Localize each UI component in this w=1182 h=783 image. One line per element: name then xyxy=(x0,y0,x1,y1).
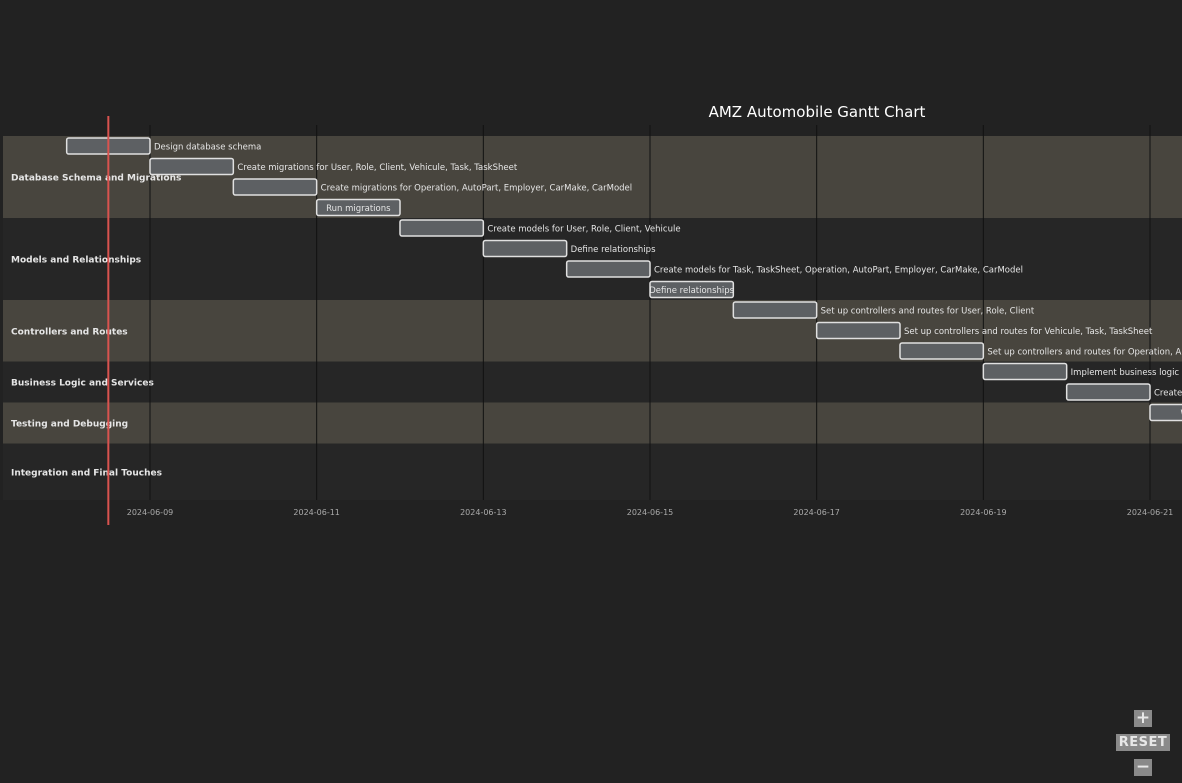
x-tick-label: 2024-06-11 xyxy=(293,508,340,517)
section-label: Models and Relationships xyxy=(11,256,141,266)
task-bar xyxy=(982,362,1068,381)
task-bar xyxy=(732,301,818,319)
section-label: Business Logic and Services xyxy=(11,379,154,389)
x-tick-label: 2024-06-09 xyxy=(127,508,174,517)
section-band xyxy=(3,402,1182,444)
x-tick-label: 2024-06-15 xyxy=(627,508,674,517)
task-bar xyxy=(232,178,318,196)
task-label: Create xyxy=(1154,389,1182,399)
task-label: Create migrations for User, Role, Client… xyxy=(237,163,518,173)
x-tick-label: 2024-06-21 xyxy=(1127,508,1174,517)
zoom-out-button[interactable]: − xyxy=(1134,757,1152,777)
task-label: Set up controllers and routes for User, … xyxy=(821,307,1035,317)
task-label: Define relationships xyxy=(649,286,734,296)
task-bar xyxy=(149,157,235,176)
section-band xyxy=(3,300,1182,362)
task-label: Set up controllers and routes for Operat… xyxy=(987,348,1182,358)
x-tick-label: 2024-06-19 xyxy=(960,508,1007,517)
task-bar xyxy=(899,342,985,360)
task-label: Create models for User, Role, Client, Ve… xyxy=(487,225,680,235)
task-bar xyxy=(565,260,651,278)
task-label: Create models for Task, TaskSheet, Opera… xyxy=(654,266,1023,276)
task-label: Create migrations for Operation, AutoPar… xyxy=(321,184,632,194)
task-label: Set up controllers and routes for Vehicu… xyxy=(904,327,1153,337)
section-band xyxy=(3,136,1182,218)
section-label: Testing and Debugging xyxy=(11,420,128,430)
task-label: Write xyxy=(1180,409,1182,419)
section-band xyxy=(3,218,1182,300)
task-bar xyxy=(815,321,901,340)
section-label: Controllers and Routes xyxy=(11,327,128,337)
task-bar xyxy=(399,219,485,237)
task-bar xyxy=(315,198,401,217)
x-tick-label: 2024-06-17 xyxy=(793,508,840,517)
section-label: Integration and Final Touches xyxy=(11,468,162,478)
zoom-in-button[interactable]: + xyxy=(1134,708,1152,728)
task-label: Define relationships xyxy=(571,245,656,255)
section-band xyxy=(3,443,1182,500)
x-tick-label: 2024-06-13 xyxy=(460,508,507,517)
task-bar xyxy=(482,239,568,258)
task-bar xyxy=(1065,383,1151,401)
section-label: Database Schema and Migrations xyxy=(11,174,181,184)
task-label: Run migrations xyxy=(326,204,391,214)
task-bar xyxy=(1149,403,1182,422)
chart-title: AMZ Automobile Gantt Chart xyxy=(709,103,926,121)
task-bar xyxy=(649,280,735,299)
task-label: Implement business logic i xyxy=(1071,368,1182,378)
task-label: Design database schema xyxy=(154,143,261,153)
zoom-reset-button[interactable]: RESET xyxy=(1116,734,1170,751)
